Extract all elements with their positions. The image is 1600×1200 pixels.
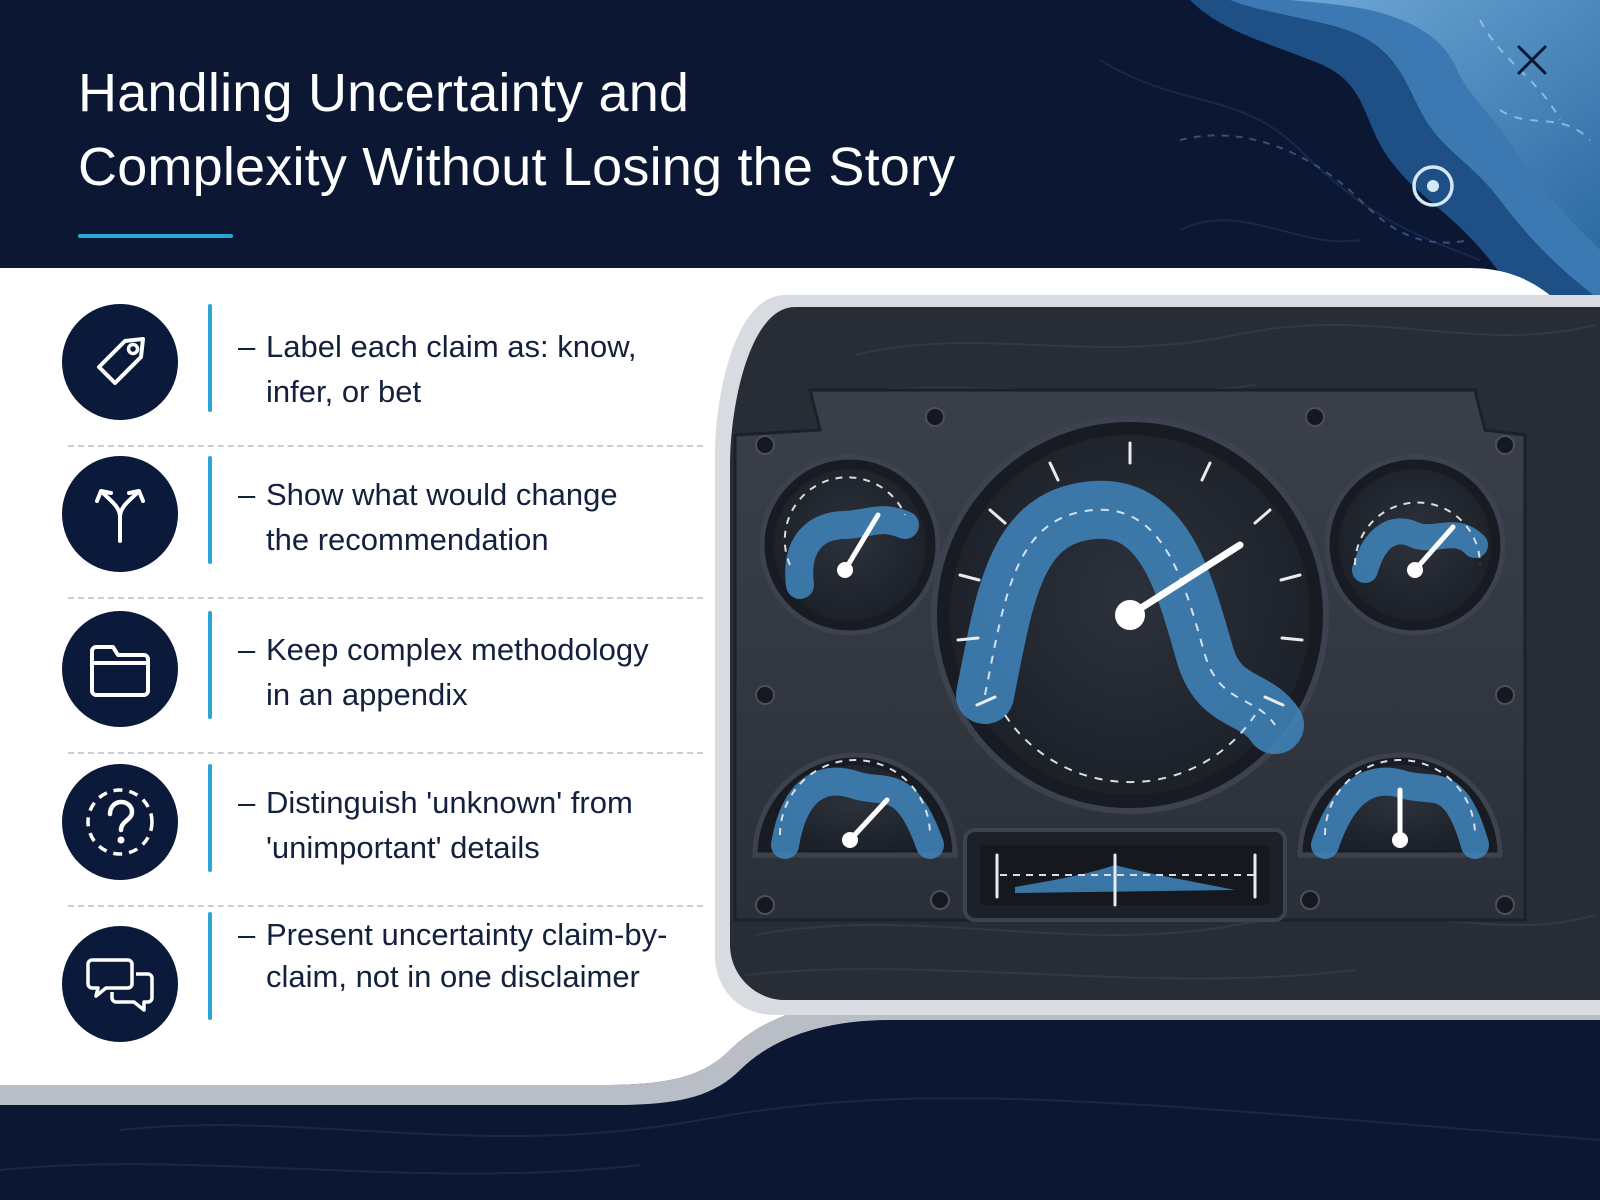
item-dash: – <box>238 917 256 952</box>
accent-bar <box>208 456 212 564</box>
item-label: Distinguish 'unknown' from 'unimportant'… <box>266 785 633 865</box>
item-text: – Present uncertainty claim-by-claim, no… <box>238 914 668 998</box>
item-dash: – <box>238 329 256 364</box>
close-icon <box>1517 45 1547 75</box>
item-dash: – <box>238 632 256 667</box>
page-title: Handling Uncertainty and Complexity With… <box>78 56 1228 204</box>
icon-badge <box>62 304 178 420</box>
close-button[interactable] <box>1510 38 1554 82</box>
dashed-divider <box>68 597 703 599</box>
icon-badge <box>62 456 178 572</box>
list-item: – Distinguish 'unknown' from 'unimportan… <box>60 760 660 910</box>
icon-badge <box>62 611 178 727</box>
title-underline <box>78 234 233 238</box>
folder-icon <box>90 645 150 697</box>
dashed-divider <box>68 752 703 754</box>
item-label: Keep complex methodology in an appendix <box>266 632 649 712</box>
item-text: – Label each claim as: know, infer, or b… <box>238 324 668 414</box>
item-dash: – <box>238 477 256 512</box>
icon-badge <box>62 926 178 1042</box>
item-text: – Keep complex methodology in an appendi… <box>238 627 668 717</box>
chat-bubbles-icon <box>86 958 154 1012</box>
list-item: – Present uncertainty claim-by-claim, no… <box>60 912 667 1072</box>
dashed-divider <box>68 445 703 447</box>
accent-bar <box>208 912 212 1020</box>
tag-icon <box>97 337 145 385</box>
accent-bar <box>208 764 212 872</box>
list-item: – Keep complex methodology in an appendi… <box>60 607 660 757</box>
accent-bar <box>208 611 212 719</box>
item-text: – Show what would change the recommendat… <box>238 472 668 562</box>
title-line-2: Complexity Without Losing the Story <box>78 137 956 197</box>
gauge-dashboard-illustration <box>715 295 1600 1015</box>
item-dash: – <box>238 785 256 820</box>
item-label: Label each claim as: know, infer, or bet <box>266 329 637 409</box>
item-label: Present uncertainty claim-by-claim, not … <box>266 917 668 994</box>
title-line-1: Handling Uncertainty and <box>78 63 690 123</box>
question-icon <box>86 788 154 856</box>
accent-bar <box>208 304 212 412</box>
item-label: Show what would change the recommendatio… <box>266 477 618 557</box>
item-text: – Distinguish 'unknown' from 'unimportan… <box>238 780 668 870</box>
list-item: – Label each claim as: know, infer, or b… <box>60 300 660 450</box>
icon-badge <box>62 764 178 880</box>
fork-arrows-icon <box>95 489 145 543</box>
target-icon <box>1412 165 1454 207</box>
list-item: – Show what would change the recommendat… <box>60 452 660 602</box>
dashed-divider <box>68 905 703 907</box>
target-button[interactable] <box>1410 163 1456 209</box>
